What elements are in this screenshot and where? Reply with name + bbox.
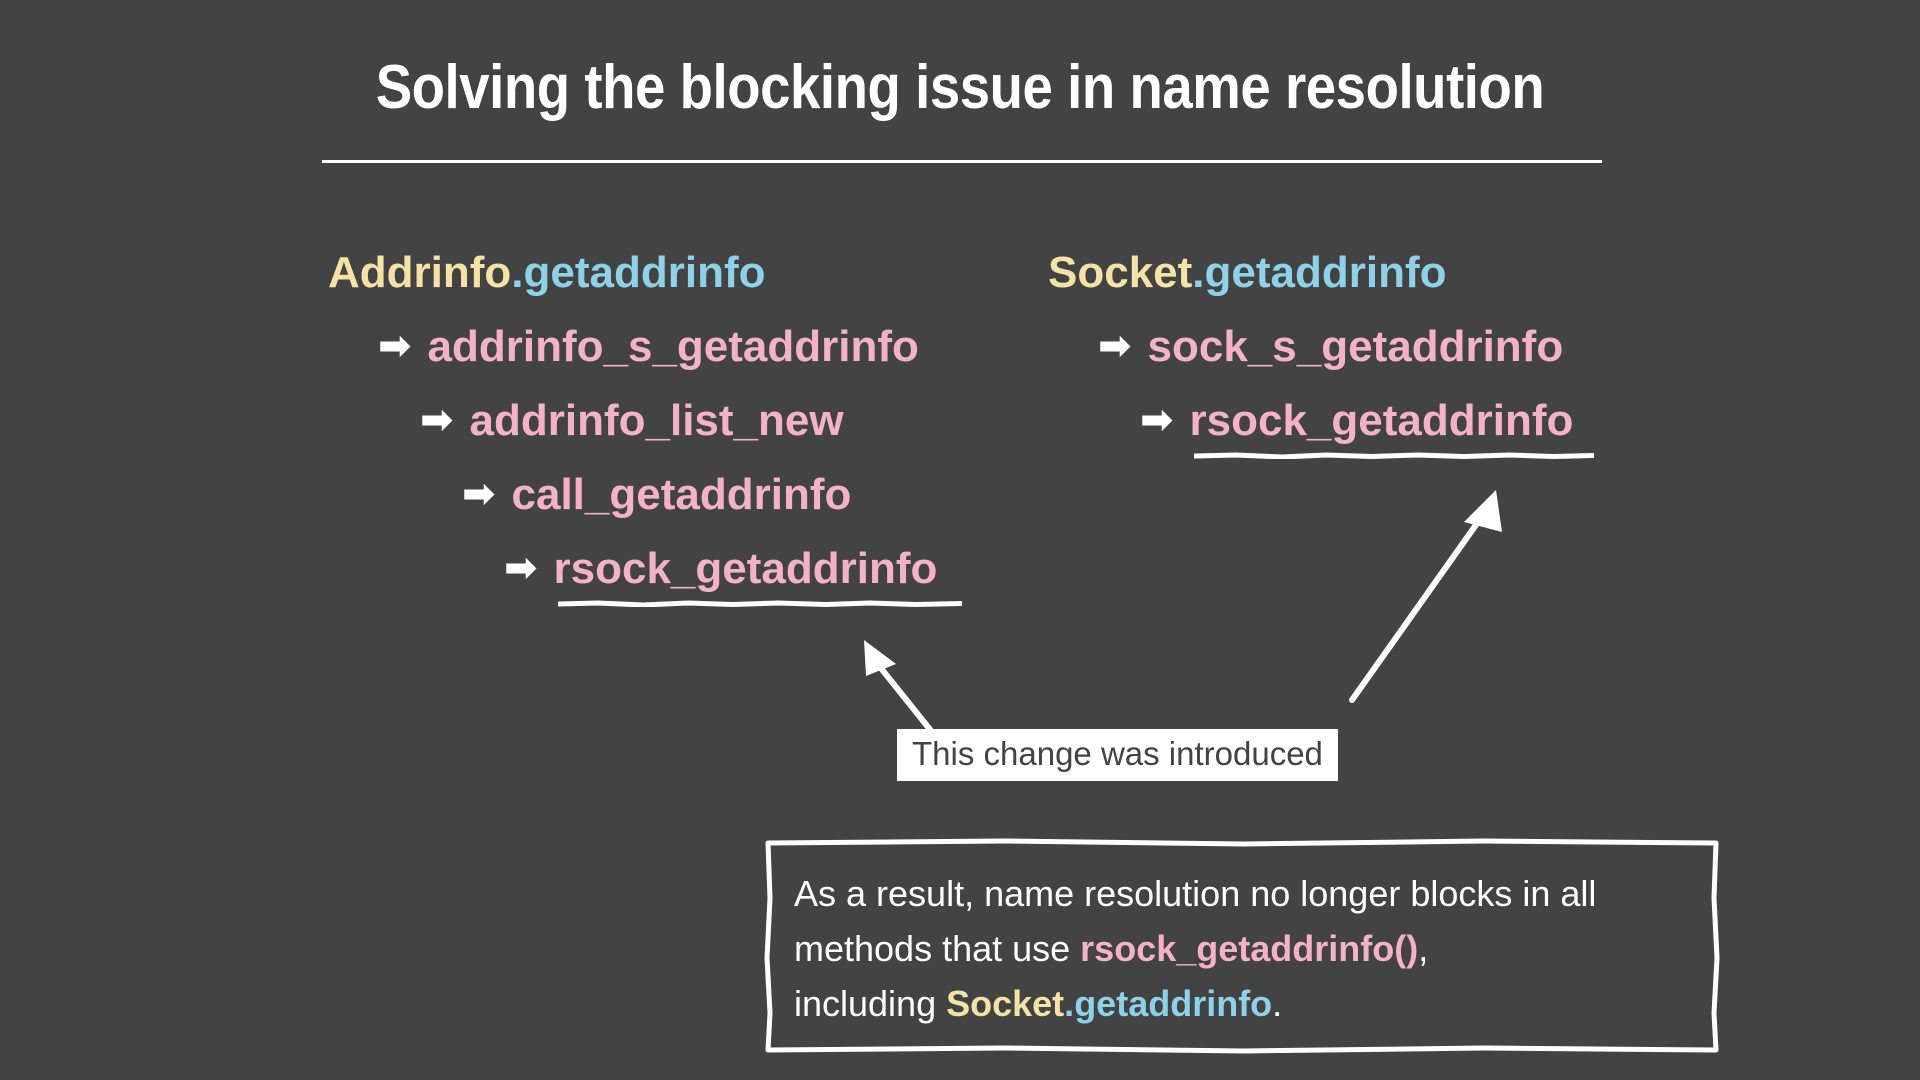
call-tree-left-step-4: ➡ rsock_getaddrinfo [328,544,937,618]
result-function-name: rsock_getaddrinfo() [1080,928,1419,969]
call-tree-right-head: Socket.getaddrinfo [1048,248,1573,322]
callout-label: This change was introduced [897,729,1338,781]
class-name: Socket [1048,248,1193,297]
result-class-name: Socket [946,983,1065,1024]
result-line-3-suffix: . [1272,983,1283,1024]
result-line-2-prefix: methods that use [794,928,1081,969]
arrow-right-icon: ➡ [462,471,496,517]
arrow-right-icon: ➡ [504,545,538,591]
call-tree-left: Addrinfo.getaddrinfo ➡ addrinfo_s_getadd… [328,248,937,618]
result-method-name: getaddrinfo [1074,983,1273,1024]
call-tree-left-head: Addrinfo.getaddrinfo [328,248,937,322]
arrow-right-icon: ➡ [1098,323,1132,369]
arrow-right-icon: ➡ [420,397,454,443]
result-text: As a result, name resolution no longer b… [794,866,1700,1031]
function-name: addrinfo_list_new [469,396,844,445]
method-name: getaddrinfo [523,248,766,297]
call-tree-right-step-1: ➡ sock_s_getaddrinfo [1048,322,1573,396]
call-tree-left-step-2: ➡ addrinfo_list_new [328,396,937,470]
result-box: As a result, name resolution no longer b… [764,838,1720,1054]
result-line-2: methods that use rsock_getaddrinfo(), [794,921,1700,976]
function-name: sock_s_getaddrinfo [1147,322,1564,371]
function-name: addrinfo_s_getaddrinfo [427,322,919,371]
result-line-2-suffix: , [1418,928,1429,969]
arrow-right-icon: ➡ [378,323,412,369]
result-line-3: including Socket.getaddrinfo. [794,976,1700,1031]
pointer-arrow-left [840,620,1040,740]
result-line-1-text: As a result, name resolution no longer b… [794,873,1597,914]
function-name: call_getaddrinfo [511,470,852,519]
call-tree-right-step-2: ➡ rsock_getaddrinfo [1048,396,1573,470]
call-tree-left-step-3: ➡ call_getaddrinfo [328,470,937,544]
function-name-highlighted: rsock_getaddrinfo [553,544,938,593]
underline-right-rsock [1194,452,1594,459]
method-name: getaddrinfo [1204,248,1447,297]
dot-separator: . [511,248,524,297]
result-dot-separator: . [1064,983,1075,1024]
page-title: Solving the blocking issue in name resol… [375,53,1545,122]
pointer-arrow-right [1330,470,1520,710]
underline-left-rsock [558,600,962,607]
result-line-1: As a result, name resolution no longer b… [794,866,1700,921]
dot-separator: . [1192,248,1205,297]
call-tree-left-step-1: ➡ addrinfo_s_getaddrinfo [328,322,937,396]
result-line-3-prefix: including [794,983,947,1024]
function-name-highlighted: rsock_getaddrinfo [1189,396,1574,445]
arrow-right-icon: ➡ [1140,397,1174,443]
class-name: Addrinfo [328,248,512,297]
result-box-border [764,838,1720,1054]
title-divider [322,160,1602,163]
call-tree-right: Socket.getaddrinfo ➡ sock_s_getaddrinfo … [1048,248,1573,470]
